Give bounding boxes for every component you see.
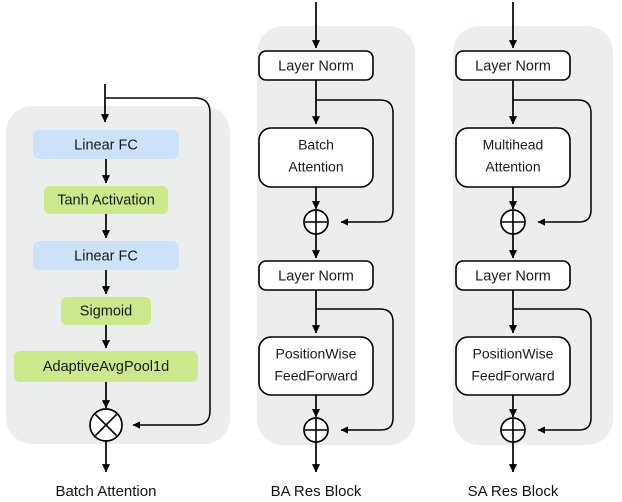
node-linear-fc-1-label: Linear FC: [74, 137, 138, 153]
node-tanh-activation-label: Tanh Activation: [57, 192, 155, 208]
edge-residual-skip-to-multiply: [105, 97, 211, 429]
node-layer-norm-2-sa: Layer Norm: [455, 260, 571, 291]
node-positionwise-feedforward-ba-label-line1: PositionWise: [276, 346, 357, 362]
node-linear-fc-2: Linear FC: [33, 241, 179, 270]
node-layer-norm-1-sa-label: Layer Norm: [475, 58, 551, 74]
node-sigmoid-box: [61, 297, 151, 325]
node-tanh-activation: Tanh Activation: [44, 186, 168, 214]
add-node-2-sa: [500, 417, 526, 443]
edge-residual-skip-2-sa: [513, 308, 592, 434]
panel-ba-res-block: Layer Norm Batch Attention Layer Norm: [257, 2, 415, 500]
node-multihead-attention-block-label-line1: Multihead: [483, 137, 544, 153]
node-layer-norm-1-ba-label: Layer Norm: [278, 58, 354, 74]
node-positionwise-feedforward-ba: PositionWise FeedForward: [258, 336, 374, 396]
node-multihead-attention-block: Multihead Attention: [455, 127, 571, 188]
node-adaptive-avg-pool-1d-label: AdaptiveAvgPool1d: [43, 359, 169, 375]
panel-sa-res-block: Layer Norm Multihead Attention Layer Nor…: [453, 2, 613, 500]
node-positionwise-feedforward-sa-label-line1: PositionWise: [473, 346, 554, 362]
node-batch-attention-block-label-line1: Batch: [298, 137, 334, 153]
node-linear-fc-2-label: Linear FC: [74, 248, 138, 264]
node-layer-norm-1-sa: Layer Norm: [455, 50, 571, 81]
node-sigmoid-label: Sigmoid: [80, 303, 132, 319]
node-linear-fc-1-box: [33, 130, 179, 159]
caption-ba-res-block: BA Res Block: [271, 483, 362, 500]
node-linear-fc-1: Linear FC: [33, 130, 179, 159]
node-multihead-attention-block-label-line2: Attention: [485, 159, 540, 175]
add-node-2-ba: [303, 417, 329, 443]
panel-batch-attention: Linear FC Tanh Activation Linear FC Sigm…: [6, 84, 230, 500]
caption-sa-res-block: SA Res Block: [468, 483, 559, 500]
plus-icon: [305, 211, 327, 233]
plus-icon: [502, 211, 524, 233]
multiply-node: [89, 408, 123, 442]
node-layer-norm-2-ba: Layer Norm: [258, 260, 374, 291]
node-tanh-activation-box: [44, 186, 168, 214]
node-layer-norm-1-ba: Layer Norm: [258, 50, 374, 81]
edge-residual-skip-2-ba: [316, 308, 394, 434]
edge-residual-skip-1-sa: [513, 99, 592, 226]
node-batch-attention-block: Batch Attention: [258, 127, 374, 188]
plus-icon: [502, 419, 524, 441]
node-batch-attention-block-label-line2: Attention: [288, 159, 343, 175]
caption-batch-attention: Batch Attention: [56, 483, 157, 500]
add-node-1-sa: [500, 209, 526, 235]
node-layer-norm-2-sa-label: Layer Norm: [475, 268, 551, 284]
node-positionwise-feedforward-sa-label-line2: FeedForward: [471, 368, 554, 384]
node-linear-fc-2-box: [33, 241, 179, 270]
edge-residual-skip-1-ba: [316, 99, 394, 226]
multiply-icon: [94, 413, 118, 437]
node-layer-norm-2-ba-label: Layer Norm: [278, 268, 354, 284]
add-node-1-ba: [303, 209, 329, 235]
node-positionwise-feedforward-sa: PositionWise FeedForward: [455, 336, 571, 396]
node-adaptive-avg-pool-1d-box: [14, 351, 198, 382]
node-positionwise-feedforward-ba-label-line2: FeedForward: [274, 368, 357, 384]
plus-icon: [305, 419, 327, 441]
node-adaptive-avg-pool-1d: AdaptiveAvgPool1d: [14, 351, 198, 382]
node-sigmoid: Sigmoid: [61, 297, 151, 325]
